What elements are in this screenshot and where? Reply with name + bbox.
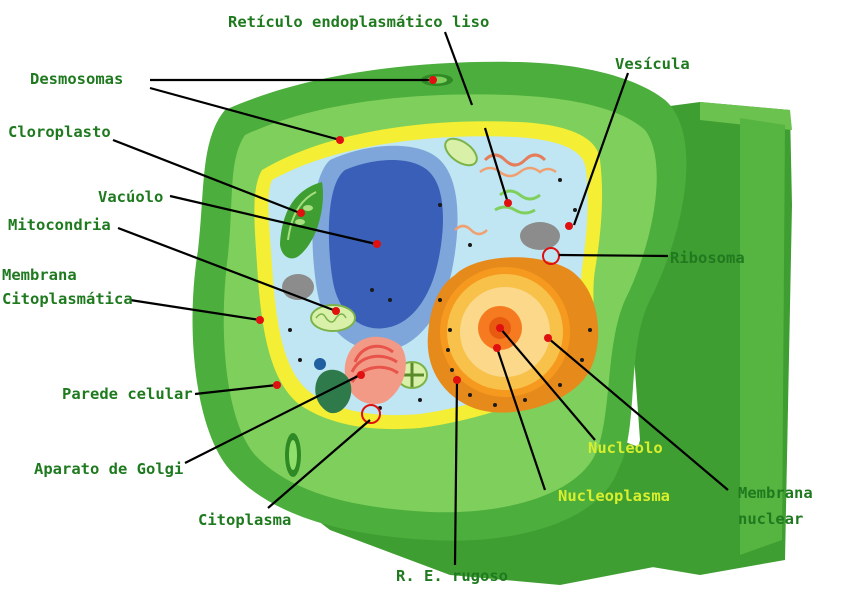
smooth-er (454, 153, 557, 236)
mitochondrion (310, 304, 356, 332)
smooth-er-marker (504, 199, 512, 207)
nucleus (440, 267, 570, 397)
ribosome-dots (288, 178, 592, 410)
vacuole-marker (373, 240, 381, 248)
label-vesicula: Vesícula (615, 55, 690, 73)
mitochondrion-marker (332, 307, 340, 315)
marker-dots (256, 76, 573, 389)
label-membrana-cito-line2: Citoplasmática (2, 290, 133, 308)
rough-er-marker (453, 376, 461, 384)
label-membrana-nuclear-line2: nuclear (738, 510, 803, 528)
label-nucleoplasma: Nucleoplasma (558, 487, 670, 505)
grey-granule (520, 222, 560, 250)
golgi-apparatus (344, 336, 406, 405)
label-ribosoma: Ribosoma (670, 249, 745, 267)
label-parede-celular: Parede celular (62, 385, 193, 403)
desmosome-marker (429, 76, 437, 84)
leader-lines (112, 31, 729, 566)
chloroplast-marker (297, 209, 305, 217)
label-cloroplasto: Cloroplasto (8, 123, 111, 141)
label-vacuolo: Vacúolo (98, 188, 163, 206)
nucleolus-marker (496, 324, 504, 332)
vacuole (312, 145, 458, 351)
granule (314, 358, 326, 370)
label-membrana-cito-line1: Membrana (2, 266, 77, 284)
label-aparato-golgi: Aparato de Golgi (34, 460, 183, 478)
chloroplast (280, 182, 324, 259)
cytoplasm-marker-ring (361, 404, 381, 424)
label-membrana-nuclear-line1: Membrana (738, 484, 813, 502)
desmosome-marker (336, 136, 344, 144)
nuclear-membrane-marker (544, 334, 552, 342)
labels: Retículo endoplasmático liso Vesícula De… (2, 13, 813, 585)
label-nucleolo: Nucleolo (588, 439, 663, 457)
vesicle-marker (565, 222, 573, 230)
membrane-marker (256, 316, 264, 324)
nucleoplasm-marker (493, 344, 501, 352)
label-mitocondria: Mitocondria (8, 216, 111, 234)
cell-wall-marker (273, 381, 281, 389)
label-citoplasma: Citoplasma (198, 511, 291, 529)
label-desmosomas: Desmosomas (30, 70, 123, 88)
granule (315, 369, 352, 414)
label-re-rugoso: R. E. rugoso (396, 567, 508, 585)
golgi-marker (357, 371, 365, 379)
label-reticulo-liso: Retículo endoplasmático liso (228, 13, 489, 31)
mitochondrion (444, 137, 478, 167)
